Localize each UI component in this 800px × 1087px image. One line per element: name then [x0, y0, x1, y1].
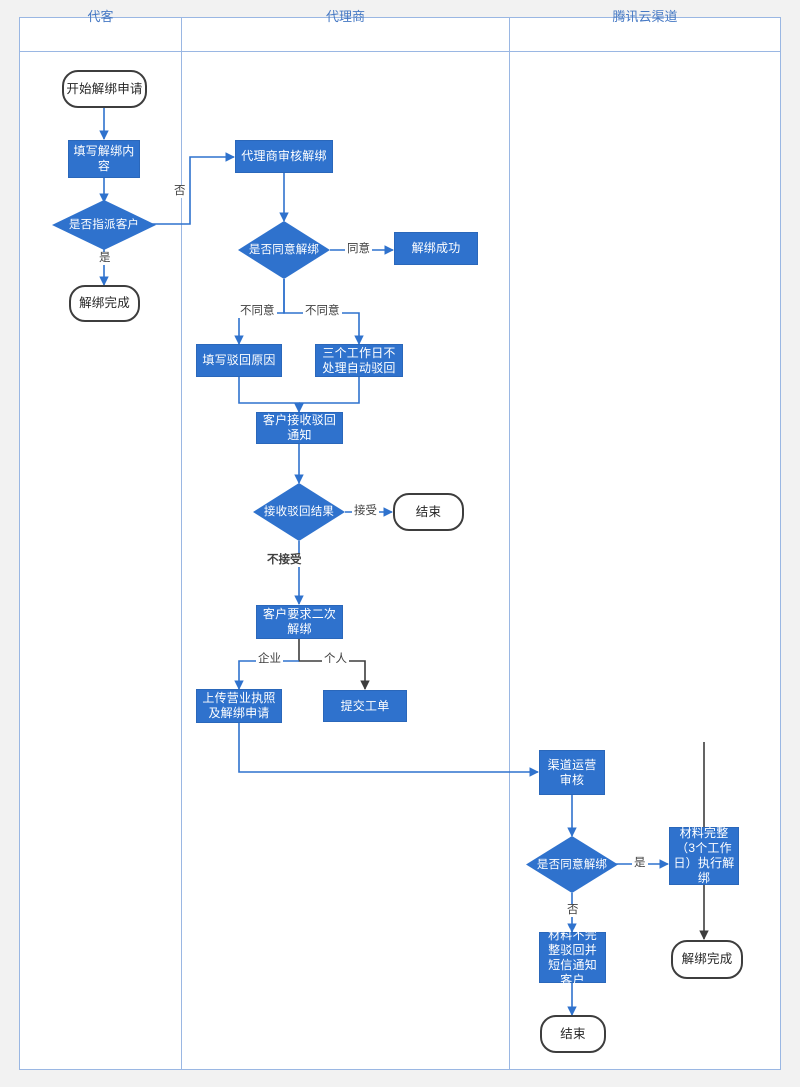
node-unbind-success[interactable]: 解绑成功	[394, 232, 478, 265]
node-assign-customer-decision[interactable]: 是否指派客户	[52, 200, 156, 250]
node-auto-reject-three-days[interactable]: 三个工作日不处理自动驳回	[315, 344, 403, 377]
edge-label-disagree-left: 不同意	[238, 305, 277, 318]
node-agree-unbind-decision[interactable]: 是否同意解绑	[238, 221, 330, 279]
node-fill-unbind-content[interactable]: 填写解绑内容	[68, 140, 140, 178]
edge-label-no-tencent: 否	[565, 904, 581, 917]
node-tencent-agree-unbind-decision-label: 是否同意解绑	[536, 858, 608, 871]
node-agent-review-unbind[interactable]: 代理商审核解绑	[235, 140, 333, 173]
lane-divider-2	[509, 18, 510, 1069]
edge-label-no-tencent-text: 否	[567, 904, 579, 916]
node-end-agent-label: 结束	[415, 504, 442, 519]
lane-header-customer: 代客	[20, 0, 181, 34]
node-end-agent[interactable]: 结束	[393, 493, 464, 531]
edge-label-no-assign: 否	[172, 185, 188, 198]
edge-label-accept: 接受	[352, 505, 379, 518]
diamond-shape-icon	[238, 221, 330, 279]
node-end-tencent-label: 结束	[560, 1026, 586, 1041]
node-submit-ticket-label: 提交工单	[340, 698, 390, 713]
node-receive-reject-result-decision-label: 接收驳回结果	[263, 506, 335, 518]
node-submit-ticket[interactable]: 提交工单	[323, 690, 407, 722]
lane-header-customer-label: 代客	[87, 9, 114, 24]
node-unbind-complete-left[interactable]: 解绑完成	[69, 285, 140, 322]
swimlane-panel	[19, 17, 781, 1070]
node-unbind-complete-right-label: 解绑完成	[681, 952, 733, 966]
node-customer-requests-second-unbind[interactable]: 客户要求二次解绑	[256, 605, 343, 639]
edge-label-yes-assign: 是	[97, 252, 113, 265]
lane-divider-1	[181, 18, 182, 1069]
node-start-unbind-request-label: 开始解绑申请	[66, 81, 143, 96]
node-assign-customer-decision-label: 是否指派客户	[68, 219, 140, 231]
edge-label-disagree-right-text: 不同意	[305, 305, 340, 317]
node-customer-requests-second-unbind-label: 客户要求二次解绑	[262, 607, 337, 636]
node-agent-review-unbind-label: 代理商审核解绑	[241, 149, 327, 163]
diamond-shape-icon	[253, 483, 345, 541]
node-auto-reject-three-days-label: 三个工作日不处理自动驳回	[322, 345, 396, 375]
diamond-shape-icon	[526, 836, 618, 893]
edge-label-agree: 同意	[345, 243, 372, 256]
edge-label-disagree-right: 不同意	[303, 305, 342, 318]
edge-label-yes-tencent: 是	[632, 857, 648, 870]
node-materials-incomplete-reject-sms[interactable]: 材料不完整驳回并短信通知客户	[539, 928, 606, 987]
edge-label-enterprise: 企业	[256, 653, 283, 666]
node-customer-receives-reject-notice-label: 客户接收驳回通知	[262, 413, 337, 442]
node-unbind-complete-left-label: 解绑完成	[79, 296, 130, 310]
lane-header-tencent: 腾讯云渠道	[510, 0, 780, 34]
diamond-shape-icon	[52, 200, 156, 250]
edge-label-disagree-left-text: 不同意	[240, 305, 275, 317]
edge-label-accept-text: 接受	[354, 505, 377, 517]
lane-header-tencent-label: 腾讯云渠道	[612, 9, 678, 24]
node-channel-operation-review-label: 渠道运营审核	[547, 757, 597, 787]
edge-label-not-accept-text: 不接受	[267, 554, 302, 566]
node-unbind-success-label: 解绑成功	[411, 241, 461, 255]
node-channel-operation-review[interactable]: 渠道运营审核	[539, 750, 605, 795]
edge-label-enterprise-text: 企业	[258, 653, 281, 665]
node-fill-reject-reason[interactable]: 填写驳回原因	[196, 344, 282, 377]
node-agree-unbind-decision-label: 是否同意解绑	[248, 244, 320, 256]
node-end-tencent[interactable]: 结束	[540, 1015, 606, 1053]
lane-header-agent: 代理商	[182, 0, 509, 34]
edge-label-yes-assign-text: 是	[99, 252, 111, 264]
node-materials-complete-execute-unbind-label: 材料完整（3个工作日）执行解绑	[673, 826, 735, 885]
node-tencent-agree-unbind-decision[interactable]: 是否同意解绑	[526, 836, 618, 893]
node-start-unbind-request[interactable]: 开始解绑申请	[62, 70, 147, 108]
edge-label-not-accept: 不接受	[265, 554, 304, 567]
node-customer-receives-reject-notice[interactable]: 客户接收驳回通知	[256, 412, 343, 444]
node-unbind-complete-right[interactable]: 解绑完成	[671, 940, 743, 979]
edge-label-personal-text: 个人	[324, 653, 347, 665]
edge-label-yes-tencent-text: 是	[634, 857, 646, 869]
node-upload-license-and-application[interactable]: 上传营业执照及解绑申请	[196, 689, 282, 723]
node-materials-incomplete-reject-sms-label: 材料不完整驳回并短信通知客户	[548, 927, 597, 987]
node-materials-complete-execute-unbind[interactable]: 材料完整（3个工作日）执行解绑	[669, 826, 739, 885]
lane-header-agent-label: 代理商	[325, 9, 365, 24]
edge-label-personal: 个人	[322, 653, 349, 666]
node-upload-license-and-application-label: 上传营业执照及解绑申请	[202, 691, 276, 720]
node-receive-reject-result-decision[interactable]: 接收驳回结果	[253, 483, 345, 541]
node-fill-unbind-content-label: 填写解绑内容	[73, 144, 135, 173]
header-rule	[20, 51, 780, 52]
node-fill-reject-reason-label: 填写驳回原因	[202, 353, 276, 367]
edge-label-no-assign-text: 否	[174, 185, 186, 197]
edge-label-agree-text: 同意	[347, 243, 370, 255]
